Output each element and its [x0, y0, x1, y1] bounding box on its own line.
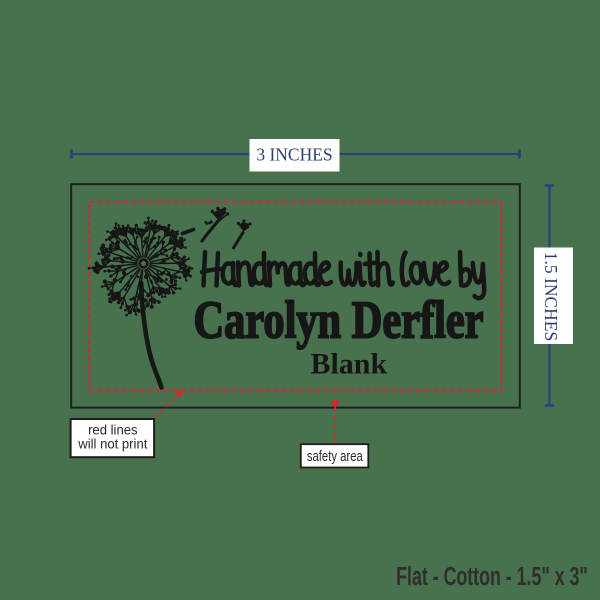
svg-text:Blank: Blank: [310, 348, 387, 381]
svg-text:Flat - Cotton - 1.5" x 3": Flat - Cotton - 1.5" x 3": [396, 562, 588, 591]
svg-text:Carolyn Derfler: Carolyn Derfler: [194, 291, 484, 350]
svg-text:red lines: red lines: [88, 422, 138, 437]
svg-text:safety area: safety area: [307, 448, 364, 465]
svg-text:will not print: will not print: [77, 436, 147, 451]
svg-text:3 INCHES: 3 INCHES: [256, 145, 332, 165]
svg-text:1.5 INCHES: 1.5 INCHES: [541, 252, 561, 341]
